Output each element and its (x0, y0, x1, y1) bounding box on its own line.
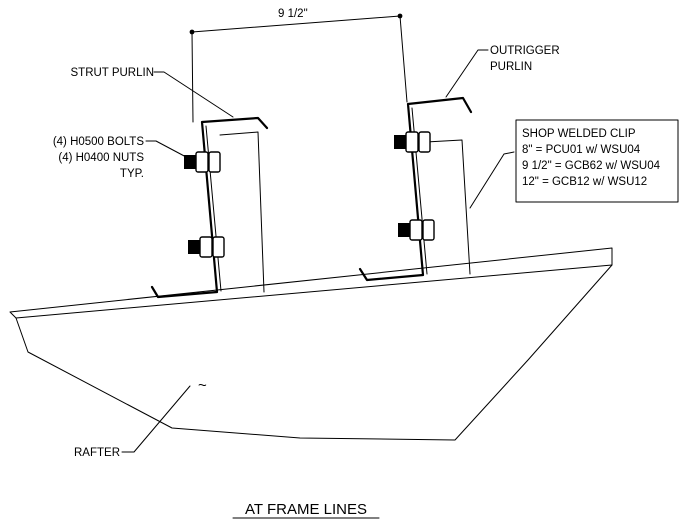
rafter-outline (9, 247, 613, 441)
bolts-label-line3: TYP. (120, 168, 144, 180)
leader-clip (469, 151, 515, 209)
strut-purlin-profile (150, 116, 269, 299)
outrigger-label-line1: OUTRIGGER (490, 45, 560, 57)
shop-welded-clip (425, 139, 471, 275)
bolt-head (394, 135, 406, 149)
rafter (9, 247, 613, 441)
bolts-label-line1: (4) H0500 BOLTS (53, 136, 145, 148)
bolt-head (188, 240, 200, 254)
strut-clip-left (219, 131, 265, 293)
bolt-head (184, 155, 196, 169)
clip-note-box: SHOP WELDED CLIP 8" = PCU01 w/ WSU04 9 1… (515, 119, 679, 203)
bolt-assembly-right-lower (398, 219, 435, 241)
nut (418, 131, 431, 153)
nut (405, 131, 419, 153)
clip-note-line1: SHOP WELDED CLIP (522, 128, 636, 140)
leader-rafter (121, 385, 191, 453)
nut (422, 219, 435, 241)
rafter-label: RAFTER (74, 447, 120, 459)
outrigger-label-line2: PURLIN (490, 61, 532, 73)
nut (208, 151, 221, 173)
bolt-assembly-left-lower (188, 236, 225, 258)
rafter-top-flange (15, 264, 613, 319)
dimension-9-1-2: 9 1/2" (189, 8, 408, 123)
leader-bolts (145, 140, 189, 159)
strut-purlin-inner-edge (205, 125, 222, 292)
detail-title: AT FRAME LINES (245, 501, 367, 518)
rafter-symbol: ~ (198, 377, 207, 394)
nut (409, 219, 423, 241)
leader-lines (121, 49, 515, 453)
leader-strut-purlin (153, 71, 234, 118)
outrigger-purlin (358, 96, 473, 282)
extension-line-left (191, 31, 194, 123)
outrigger-purlin-profile (358, 96, 473, 282)
clip-note-line3: 9 1/2" = GCB62 w/ WSU04 (522, 160, 661, 172)
strut-purlin-label: STRUT PURLIN (71, 67, 155, 79)
clip-note-border (515, 119, 679, 203)
nut (195, 151, 209, 173)
dimension-dot-left (189, 29, 195, 35)
bolt-assembly-left-upper (184, 151, 221, 173)
nut (199, 236, 213, 258)
leader-outrigger-purlin (445, 49, 489, 98)
clip-note-line4: 12" = GCB12 w/ WSU12 (522, 176, 647, 188)
extension-line-right (399, 15, 408, 103)
dimension-dot-right (397, 13, 403, 19)
bolt-assembly-right-upper (394, 131, 431, 153)
bolts-label-line2: (4) H0400 NUTS (58, 152, 144, 164)
dimension-line (191, 15, 401, 33)
clip-note-line2: 8" = PCU01 w/ WSU04 (522, 144, 641, 156)
dimension-label: 9 1/2" (278, 8, 308, 20)
strut-purlin (150, 116, 269, 299)
bolt-head (398, 223, 410, 237)
nut (212, 236, 225, 258)
